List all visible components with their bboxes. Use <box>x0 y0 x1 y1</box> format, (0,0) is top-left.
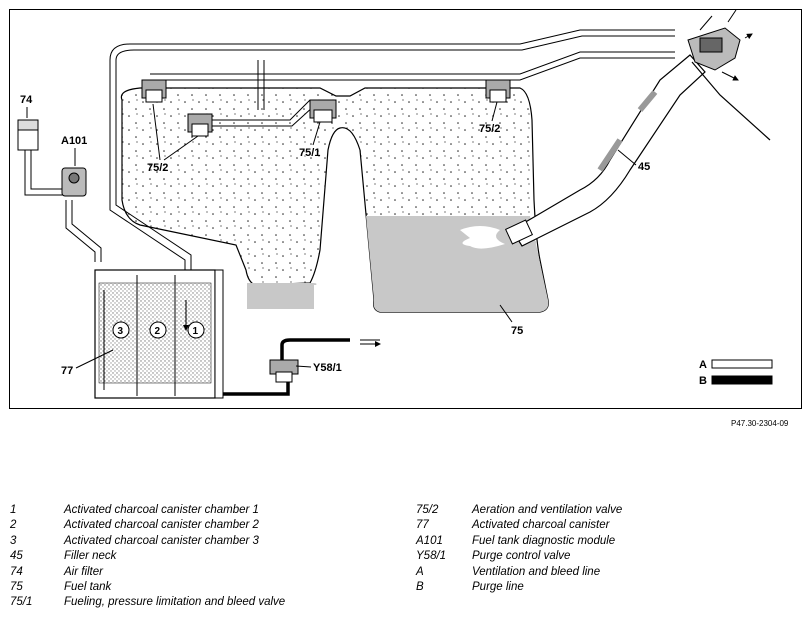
chamber-2-label: 2 <box>155 326 161 337</box>
label-75-2-right: 75/2 <box>479 123 500 135</box>
chamber-3-label: 3 <box>118 326 124 337</box>
filler-return-line <box>691 61 771 141</box>
chamber-1-marker <box>187 321 205 339</box>
fuel-level-right <box>366 216 549 312</box>
fuel-pool-left <box>247 283 314 309</box>
chamber-3-marker <box>112 321 130 339</box>
diagram-frame <box>9 9 802 409</box>
line-sample-A <box>711 359 773 369</box>
filler-neck-flow-arrows <box>597 90 658 172</box>
filler-arrows <box>699 9 738 80</box>
chamber-1-label: 1 <box>193 326 199 337</box>
fuel-splash <box>460 226 505 249</box>
label-45: 45 <box>638 161 650 173</box>
valve-75-1 <box>309 99 337 123</box>
label-75: 75 <box>511 325 523 337</box>
line-sample-B <box>711 375 773 385</box>
valve-75-2-right <box>485 79 511 103</box>
label-A101: A101 <box>61 135 87 147</box>
label-75-1: 75/1 <box>299 147 320 159</box>
label-77: 77 <box>61 365 73 377</box>
air-filter <box>17 119 68 196</box>
label-74: 74 <box>20 94 33 106</box>
evap-system-diagram: 74 A101 75/2 75/1 75/2 45 75 77 Y58/1 3 … <box>9 9 802 409</box>
purge-arrows <box>360 340 380 344</box>
label-line-B: B <box>699 375 707 387</box>
filler-cap <box>687 27 753 71</box>
purge-control-valve <box>269 359 299 383</box>
figure-reference: P47.30-2304-09 <box>731 419 789 428</box>
label-line-A: A <box>699 359 707 371</box>
label-75-2-left: 75/2 <box>147 162 168 174</box>
valve-75-2-left-a <box>141 79 167 103</box>
diagnostic-module <box>61 167 102 262</box>
valve-75-2-left-b <box>187 113 213 137</box>
filler-neck-outlet <box>504 219 534 245</box>
label-Y58-1: Y58/1 <box>313 362 342 374</box>
filler-neck <box>511 54 706 247</box>
chamber-2-marker <box>149 321 167 339</box>
